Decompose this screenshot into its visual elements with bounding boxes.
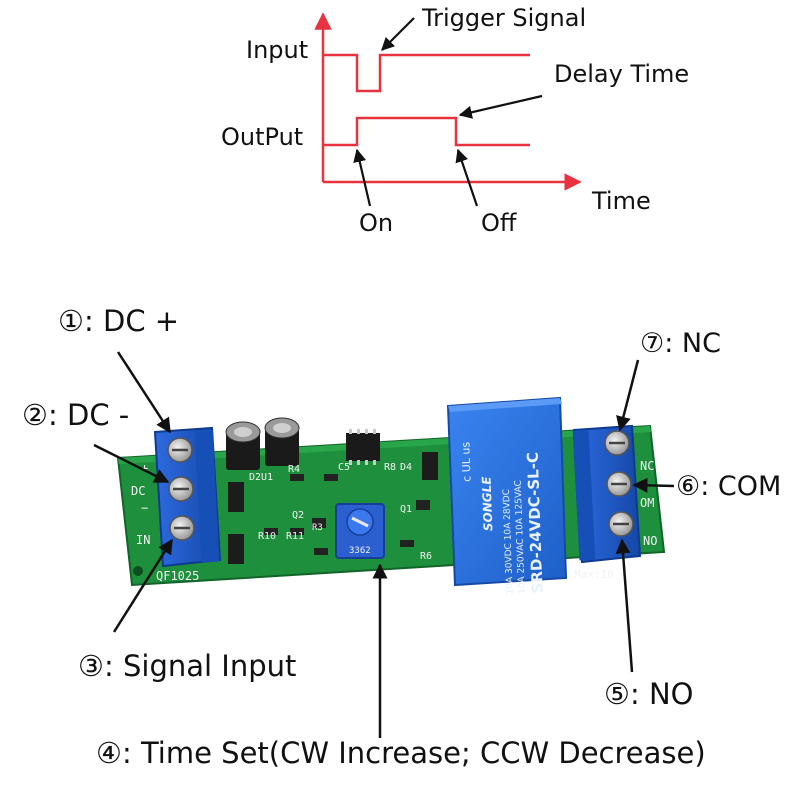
diode bbox=[228, 534, 244, 564]
input-label: Input bbox=[246, 36, 308, 64]
silk-left-dc: DC bbox=[131, 484, 145, 498]
right-terminal-block bbox=[572, 424, 642, 564]
smd-transistor bbox=[312, 518, 326, 528]
ic-chip bbox=[346, 433, 380, 461]
output-label: OutPut bbox=[221, 123, 303, 151]
callout-com: ⑥: COM bbox=[676, 471, 781, 502]
silk-right-com: OM bbox=[640, 496, 654, 510]
diode bbox=[422, 452, 438, 480]
potentiometer[interactable]: 3362 bbox=[335, 503, 385, 559]
silk-r8: R8 bbox=[384, 462, 396, 473]
silk-left-in: IN bbox=[136, 533, 150, 547]
output-waveform bbox=[323, 116, 530, 147]
callout-time-set: ④: Time Set(CW Increase; CCW Decrease) bbox=[96, 736, 706, 770]
silk-c5: C5 bbox=[338, 462, 350, 473]
delay-pointer-arrow bbox=[458, 94, 543, 119]
relay-rating-2: 10A 30VDC 10A 28VDC bbox=[502, 489, 516, 595]
callout-signal-input-arrow bbox=[112, 538, 174, 633]
silk-q2: Q2 bbox=[292, 510, 304, 521]
callout-no: ⑤: NO bbox=[604, 677, 694, 711]
silk-d2u1: D2U1 bbox=[249, 472, 273, 483]
callout-no-arrow bbox=[615, 538, 634, 673]
smd-resistor bbox=[324, 474, 338, 481]
left-terminal-block bbox=[153, 426, 222, 568]
callout-nc: ⑦: NC bbox=[640, 328, 721, 359]
silk-right-no: NO bbox=[643, 534, 657, 548]
timing-diagram: Input OutPut Trigger Signal Delay Time T… bbox=[221, 4, 689, 237]
trigger-signal-label: Trigger Signal bbox=[421, 4, 586, 32]
delay-time-label: Delay Time bbox=[554, 60, 689, 88]
callouts: ①: DC + ②: DC - ③: Signal Input ④: Time … bbox=[22, 304, 781, 770]
input-waveform bbox=[323, 53, 530, 93]
callout-dc-plus: ①: DC + bbox=[58, 304, 179, 338]
silk-r6: R6 bbox=[420, 551, 432, 562]
silk-r11: R11 bbox=[286, 531, 304, 542]
trigger-pointer-arrow bbox=[381, 17, 415, 51]
relay-rating-1: 10A 250VAC 10A 125VAC bbox=[514, 480, 528, 594]
relay-board: + DC − IN QF1025 bbox=[116, 396, 666, 595]
silk-r10: R10 bbox=[258, 531, 276, 542]
relay: SRD-24VDC-SL-C 10A 250VAC 10A 125VAC 10A… bbox=[446, 396, 568, 595]
callout-dc-minus-arrow bbox=[93, 443, 170, 484]
silk-left-minus: − bbox=[141, 501, 148, 515]
silk-q1: Q1 bbox=[400, 504, 412, 515]
smd-resistor bbox=[264, 528, 278, 535]
callout-dc-plus-arrow bbox=[116, 351, 172, 434]
time-label: Time bbox=[591, 187, 651, 215]
relay-brand: SONGLE bbox=[479, 476, 495, 532]
callout-com-arrow bbox=[632, 477, 675, 493]
diode bbox=[228, 482, 244, 512]
electrolytic-capacitor bbox=[225, 421, 261, 470]
electrolytic-capacitor bbox=[264, 417, 300, 466]
relay-cert: c UL us bbox=[459, 441, 473, 482]
callout-nc-arrow bbox=[616, 359, 640, 432]
silk-r3: R3 bbox=[312, 523, 323, 533]
off-pointer-arrow bbox=[455, 148, 479, 207]
smd-transistor bbox=[416, 500, 430, 510]
potentiometer-code: 3362 bbox=[349, 546, 371, 556]
potentiometer-slot bbox=[351, 516, 369, 528]
relay-model: SRD-24VDC-SL-C bbox=[524, 452, 547, 594]
silk-right-nc: NC bbox=[640, 459, 654, 473]
mount-hole bbox=[133, 566, 143, 576]
silk-model: QF1025 bbox=[156, 569, 199, 583]
silk-r4: R4 bbox=[288, 464, 300, 475]
smd-resistor bbox=[290, 474, 304, 481]
silk-left-plus: + bbox=[141, 461, 148, 475]
callout-signal-input: ③: Signal Input bbox=[78, 649, 296, 683]
on-pointer-arrow bbox=[353, 148, 372, 207]
off-label: Off bbox=[481, 209, 517, 237]
on-label: On bbox=[359, 209, 393, 237]
smd-resistor bbox=[290, 528, 304, 535]
smd-resistor bbox=[314, 548, 328, 555]
silk-max: Max:10 bbox=[574, 568, 614, 581]
silk-d4: D4 bbox=[400, 462, 412, 473]
callout-dc-minus: ②: DC - bbox=[22, 398, 129, 432]
smd-resistor bbox=[400, 540, 414, 547]
